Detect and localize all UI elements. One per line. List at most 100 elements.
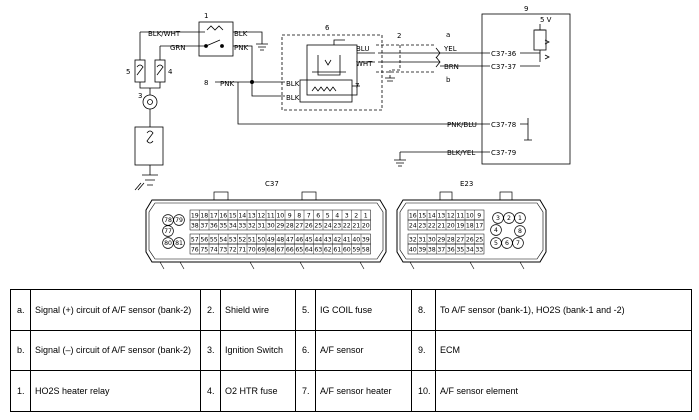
c37-pin: 4 <box>335 213 339 220</box>
c37-pin: 68 <box>267 247 275 254</box>
e23-pin: 28 <box>447 237 455 244</box>
c37-pin: 10 <box>276 213 284 220</box>
c37-pin: 52 <box>238 237 246 244</box>
c37-side-pin: 77 <box>164 228 172 235</box>
e23-side-pin: 3 <box>496 215 500 222</box>
e23-side-pin-ring <box>514 212 526 224</box>
c37-pin: 59 <box>352 247 360 254</box>
c37-pin: 8 <box>297 213 301 220</box>
wire-label-yel: YEL <box>443 45 457 53</box>
legend-text: A/F sensor element <box>435 370 692 412</box>
c37-pin: 45 <box>305 237 313 244</box>
c37-pin: 37 <box>200 223 208 230</box>
c37-pin: 54 <box>219 237 227 244</box>
wiring-diagram: BLK/WHT BLK GRN PNK PNK BLK BLK BLU WHT … <box>126 5 571 270</box>
c37-pin: 74 <box>210 247 218 254</box>
e23-pin: 24 <box>409 223 417 230</box>
legend-text: Shield wire <box>220 289 296 331</box>
e23-side-pin: 2 <box>507 215 511 222</box>
e23-pin: 21 <box>437 223 445 230</box>
c37-pin: 34 <box>229 223 237 230</box>
c37-pin: 17 <box>210 213 218 220</box>
c37-pin: 71 <box>238 247 246 254</box>
legend-text: Signal (+) circuit of A/F sensor (bank-2… <box>30 289 201 331</box>
c37-pin: 25 <box>314 223 322 230</box>
e23-side-pin-ring <box>514 225 526 237</box>
c37-pin: 27 <box>295 223 303 230</box>
e23-side-pin: 1 <box>518 215 522 222</box>
c37-pin: 64 <box>305 247 313 254</box>
c37-pin: 57 <box>191 237 199 244</box>
e23-pin: 22 <box>428 223 436 230</box>
e23-pin: 17 <box>475 223 483 230</box>
c37-pin: 2 <box>354 213 358 220</box>
e23-pin: 29 <box>437 237 445 244</box>
c37-pin: 60 <box>343 247 351 254</box>
c37-pin: 23 <box>333 223 341 230</box>
callout-4: 4 <box>168 68 173 76</box>
legend-row: a.Signal (+) circuit of A/F sensor (bank… <box>10 289 692 331</box>
e23-pin: 25 <box>475 237 483 244</box>
c37-pin: 12 <box>257 213 265 220</box>
e23-pin: 14 <box>428 213 436 220</box>
e23-pin: 16 <box>409 213 417 220</box>
c37-pin: 73 <box>219 247 227 254</box>
legend-text: Signal (–) circuit of A/F sensor (bank-2… <box>30 329 201 372</box>
e23-pin: 11 <box>456 213 464 220</box>
legend-key: 4. <box>200 370 221 412</box>
wire-label-blk: BLK <box>234 30 248 38</box>
terminal-c37-78: C37-78 <box>491 121 516 129</box>
c37-pin: 31 <box>257 223 265 230</box>
c37-side-pin: 78 <box>164 217 172 224</box>
c37-side-pin-ring <box>173 237 185 249</box>
c37-pin: 21 <box>352 223 360 230</box>
wire-label-blk-heater-1: BLK <box>286 80 300 88</box>
e23-pin: 35 <box>456 247 464 254</box>
e23-side-pin-ring <box>490 224 502 236</box>
c37-pin: 49 <box>267 237 275 244</box>
e23-side-pin: 4 <box>494 227 498 234</box>
c37-pin: 55 <box>210 237 218 244</box>
e23-pin: 34 <box>466 247 474 254</box>
terminal-c37-36: C37-36 <box>491 50 517 58</box>
c37-pin: 6 <box>316 213 320 220</box>
c37-pin: 70 <box>248 247 256 254</box>
e23-side-pin-ring <box>512 237 524 249</box>
legend-text: A/F sensor heater <box>315 370 412 412</box>
legend-key: b. <box>10 329 31 372</box>
c37-pin: 1 <box>364 213 368 220</box>
c37-pin: 65 <box>295 247 303 254</box>
c37-pin: 61 <box>333 247 341 254</box>
c37-pin: 38 <box>191 223 199 230</box>
c37-pin: 75 <box>200 247 208 254</box>
c37-pin: 32 <box>248 223 256 230</box>
e23-side-pin: 8 <box>518 228 522 235</box>
wire-label-blu: BLU <box>356 45 369 53</box>
legend-key: 2. <box>200 289 221 331</box>
c37-pin: 24 <box>324 223 332 230</box>
c37-pin: 14 <box>238 213 246 220</box>
legend-key: 8. <box>411 289 436 331</box>
c37-pin: 5 <box>326 213 330 220</box>
c37-pin: 50 <box>257 237 265 244</box>
e23-pin: 32 <box>409 237 417 244</box>
c37-pin: 26 <box>305 223 313 230</box>
e23-pin: 36 <box>447 247 455 254</box>
c37-pin: 28 <box>286 223 294 230</box>
wire-label-grn: GRN <box>170 44 186 52</box>
c37-pin: 46 <box>295 237 303 244</box>
c37-pin: 58 <box>362 247 370 254</box>
c37-pin: 42 <box>333 237 341 244</box>
wire-label-pnk-blu: PNK/BLU <box>447 121 477 129</box>
c37-side-pin: 79 <box>175 217 183 224</box>
callout-8: 8 <box>204 79 208 87</box>
c37-pin: 67 <box>276 247 284 254</box>
callout-a: a <box>446 31 450 39</box>
wire-label-wht: WHT <box>356 60 373 68</box>
wire-label-blk-wht: BLK/WHT <box>148 30 181 38</box>
c37-pin: 48 <box>276 237 284 244</box>
e23-pin: 23 <box>418 223 426 230</box>
c37-pin: 53 <box>229 237 237 244</box>
c37-pin: 30 <box>267 223 275 230</box>
